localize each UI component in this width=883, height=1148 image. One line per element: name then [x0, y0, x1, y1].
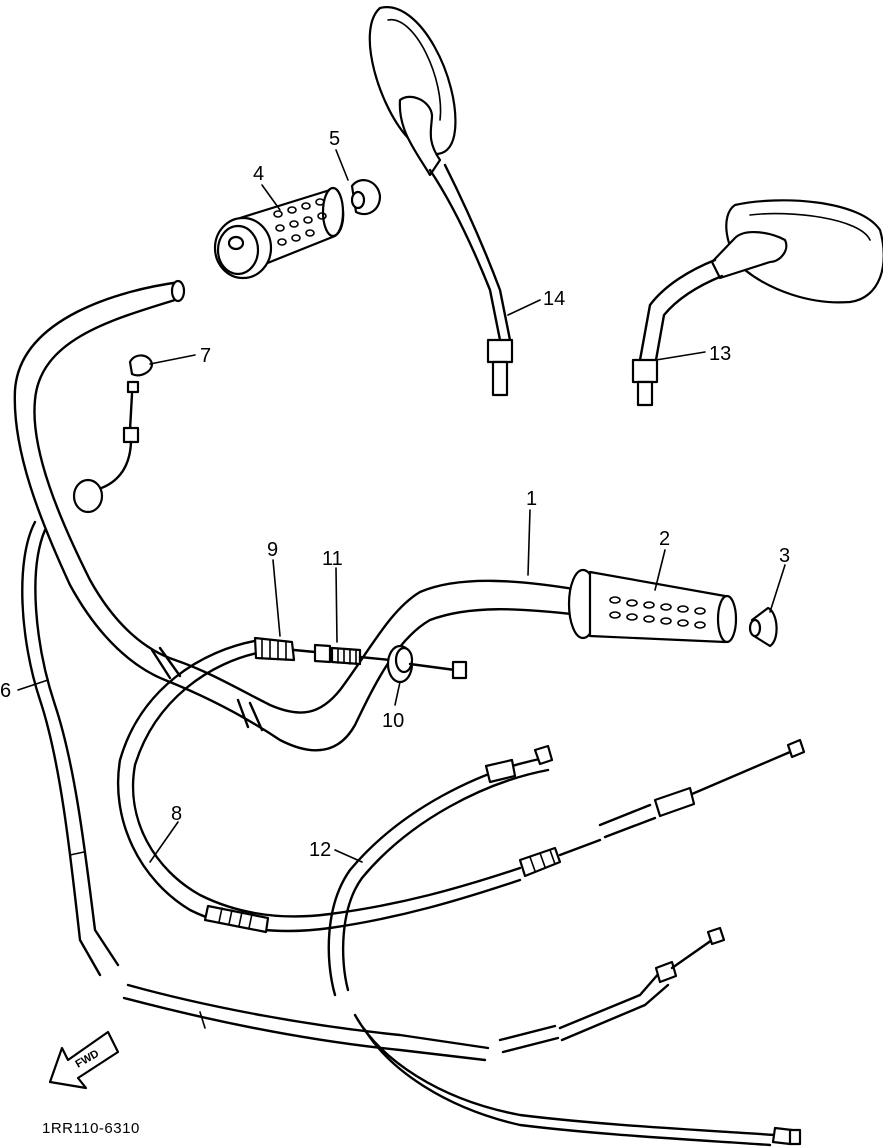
part-label-14: 14	[543, 288, 565, 310]
clutch-cable	[21, 520, 490, 1062]
part-label-10: 10	[382, 710, 404, 732]
switch-lead	[72, 354, 154, 514]
part-label-6: 6	[0, 680, 11, 702]
part-label-2: 2	[659, 528, 670, 550]
part-label-1: 1	[526, 488, 537, 510]
part-label-9: 9	[267, 539, 278, 561]
part-label-13: 13	[709, 343, 731, 365]
diagram-code: 1RR110-6310	[42, 1120, 140, 1137]
grip-end	[748, 606, 778, 648]
grip-end-left	[350, 179, 382, 216]
right-grip	[567, 568, 738, 644]
cable-adjuster-2	[313, 643, 392, 666]
part-label-3: 3	[779, 545, 790, 567]
cable-adjuster	[253, 636, 317, 662]
throttle-cable-2	[327, 744, 802, 1147]
forward-arrow: FWD	[48, 1030, 120, 1090]
left-mirror	[368, 6, 514, 397]
throttle-grip	[213, 186, 345, 280]
right-mirror	[631, 199, 883, 407]
part-label-5: 5	[329, 128, 340, 150]
part-label-12: 12	[309, 839, 331, 861]
part-label-4: 4	[253, 163, 264, 185]
part-labels: 1 2 3 4 5 6 7 8 9 10 11 12 13 14	[0, 128, 790, 861]
part-label-7: 7	[200, 345, 211, 367]
cable-nut	[386, 644, 468, 684]
part-label-8: 8	[171, 803, 182, 825]
throttle-cable	[116, 638, 806, 934]
part-label-11: 11	[322, 548, 343, 570]
leader-lines	[17, 149, 786, 863]
